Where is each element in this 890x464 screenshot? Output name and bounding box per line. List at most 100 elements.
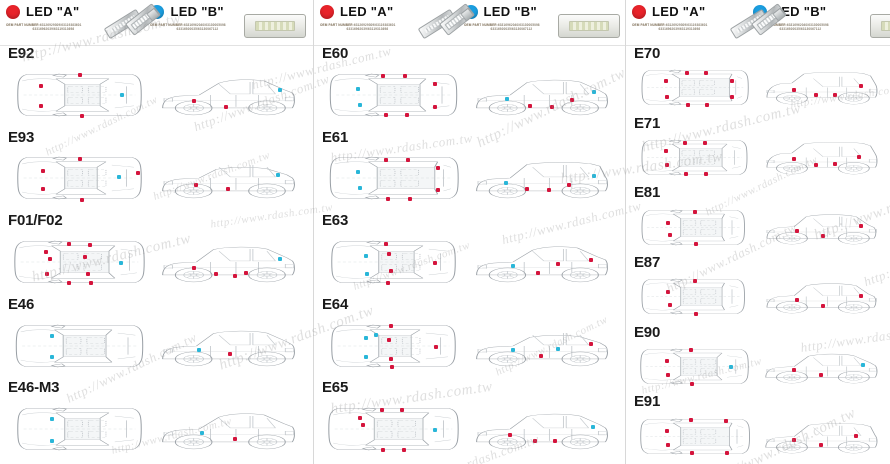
top-view-dot-red-2 xyxy=(685,70,689,75)
model-diagrams xyxy=(314,228,625,296)
model-label: E90 xyxy=(634,323,661,341)
top-view-dot-red-2 xyxy=(692,209,697,214)
top-view-dot-red-3 xyxy=(690,381,694,386)
side-view-dot-red-2 xyxy=(547,188,552,193)
top-view-diagram xyxy=(320,319,467,373)
top-view-dot-red-0 xyxy=(666,290,671,295)
side-view-dot-cyan-2 xyxy=(277,88,282,93)
led-a-part-number: OEM PART NUMBER:63126929309/63119383601 … xyxy=(320,23,396,32)
top-view-dot-red-3 xyxy=(385,280,390,285)
top-view-dot-red-3 xyxy=(693,242,698,247)
top-view-dot-cyan-0 xyxy=(363,336,368,341)
side-view-dot-cyan-2 xyxy=(861,362,866,367)
top-view-dot-cyan-0 xyxy=(49,333,54,338)
top-view-dot-red-0 xyxy=(665,428,669,433)
top-view-dot-red-0 xyxy=(663,78,668,83)
top-view-dot-red-2 xyxy=(692,279,697,284)
side-view-dot-red-1 xyxy=(820,303,825,308)
model-label: E70 xyxy=(634,45,661,62)
top-view-dot-red-2 xyxy=(384,158,389,163)
side-view-dot-red-2 xyxy=(232,274,237,279)
model-label: E91 xyxy=(634,393,661,411)
column-1: LED "A" OEM PART NUMBER:63126929309/6311… xyxy=(0,0,313,464)
led-a-label: LED "A" xyxy=(26,4,80,19)
top-view-dot-cyan-1 xyxy=(357,186,362,191)
model-label: E81 xyxy=(634,184,661,202)
top-view-dot-red-0 xyxy=(666,220,671,225)
column-header: LED "A" OEM PART NUMBER:63126929309/6311… xyxy=(0,0,313,46)
top-view-dot-red-5 xyxy=(401,447,406,452)
top-view-dot-red-6 xyxy=(388,356,393,361)
top-view-dot-red-6 xyxy=(432,81,437,86)
side-view-diagram xyxy=(157,319,298,373)
side-view-dot-red-0 xyxy=(792,368,797,373)
top-view-dot-red-1 xyxy=(40,187,45,192)
festoon-bulb-pair-icon xyxy=(729,3,792,44)
side-view-dot-red-1 xyxy=(533,439,538,444)
top-view-dot-cyan-4 xyxy=(728,365,733,370)
top-view-dot-red-7 xyxy=(432,104,437,109)
led-a-part-number: OEM PART NUMBER:63126929309/63119383601 … xyxy=(632,23,708,32)
led-b-part-number: OEM PART NUMBER:63316962040/63130005098 … xyxy=(463,23,540,32)
top-view-dot-red-7 xyxy=(434,344,439,349)
side-view-dot-red-1 xyxy=(820,234,825,239)
side-view-diagram xyxy=(761,274,880,319)
model-label: E92 xyxy=(8,45,35,62)
side-view-dot-red-0 xyxy=(794,228,799,233)
model-row: E70 xyxy=(626,46,890,116)
side-view-dot-cyan-0 xyxy=(504,180,508,185)
model-row: F01/F02 xyxy=(0,213,313,297)
side-view-dot-cyan-0 xyxy=(511,264,515,269)
model-label: E65 xyxy=(322,379,349,397)
side-view-dot-red-0 xyxy=(792,87,797,92)
top-view-dot-red-0 xyxy=(357,416,362,421)
side-view-dot-red-3 xyxy=(858,84,863,89)
model-row: E92 xyxy=(0,46,313,130)
legend-led-a: LED "A" OEM PART NUMBER:63126929309/6311… xyxy=(632,4,753,32)
model-diagrams xyxy=(314,395,625,463)
side-view-dot-cyan-0 xyxy=(197,347,202,352)
top-view-diagram xyxy=(320,68,467,122)
top-view-dot-red-0 xyxy=(665,359,669,364)
top-view-dot-cyan-6 xyxy=(432,428,437,433)
top-view-diagram xyxy=(632,274,757,319)
top-view-dot-red-3 xyxy=(400,407,405,412)
top-view-diagram xyxy=(6,151,153,205)
led-panel-module-icon xyxy=(552,10,626,42)
model-list: E92 E93 xyxy=(0,46,313,464)
top-view-dot-cyan-0 xyxy=(363,253,368,258)
model-row: E87 xyxy=(626,255,890,325)
model-label: E71 xyxy=(634,114,661,132)
legend-led-a: LED "A" OEM PART NUMBER:63126929309/6311… xyxy=(6,4,150,32)
top-view-diagram xyxy=(632,65,757,110)
side-view-diagram xyxy=(761,65,880,110)
column-2: LED "A" OEM PART NUMBER:63126929309/6311… xyxy=(313,0,625,464)
top-view-dot-red-3 xyxy=(683,171,688,176)
side-view-dot-red-2 xyxy=(854,434,859,439)
model-diagrams xyxy=(626,340,890,394)
model-diagrams xyxy=(0,312,313,380)
top-view-dot-red-4 xyxy=(703,70,708,75)
side-view-diagram xyxy=(471,402,611,456)
model-row: E46 xyxy=(0,297,313,381)
top-view-dot-red-2 xyxy=(45,271,50,276)
side-view-dot-red-1 xyxy=(813,93,818,98)
column-3: LED "A" OEM PART NUMBER:63126929309/6311… xyxy=(625,0,890,464)
top-view-dot-red-6 xyxy=(435,165,440,170)
model-list: E70 E71 xyxy=(626,46,890,464)
top-view-dot-red-4 xyxy=(387,252,392,257)
top-view-dot-cyan-1 xyxy=(357,102,362,107)
side-view-diagram xyxy=(761,344,880,389)
top-view-dot-cyan-1 xyxy=(365,271,370,276)
side-view-dot-red-1 xyxy=(225,187,230,192)
top-view-dot-red-2 xyxy=(384,241,389,246)
top-view-dot-red-4 xyxy=(67,280,72,285)
top-view-dot-red-5 xyxy=(404,113,409,118)
column-header: LED "A" OEM PART NUMBER:63126929309/6311… xyxy=(626,0,890,46)
side-view-diagram xyxy=(761,205,880,250)
side-view-diagram xyxy=(157,235,298,289)
model-diagrams xyxy=(0,228,313,296)
side-view-dot-cyan-2 xyxy=(555,346,560,351)
side-view-dot-cyan-3 xyxy=(590,425,595,429)
